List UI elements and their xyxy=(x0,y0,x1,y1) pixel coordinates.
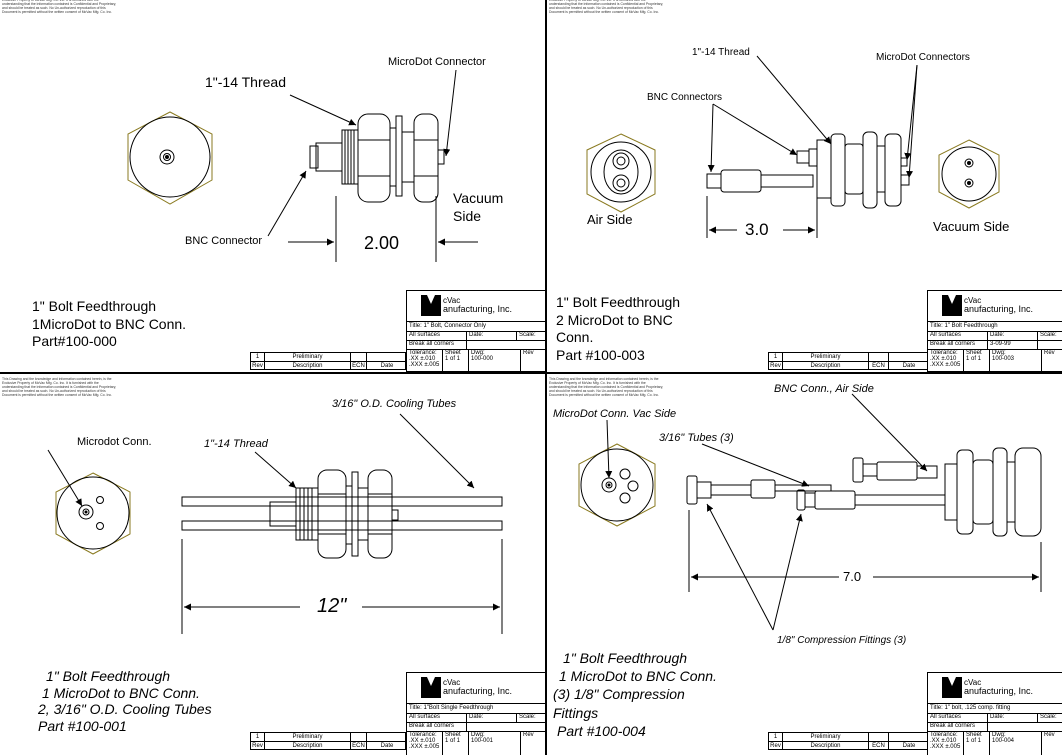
side-view xyxy=(686,447,1042,537)
drawing-title: 1"Bolt Single Feedthrough xyxy=(423,705,494,711)
leaders xyxy=(605,393,1042,631)
dimension-label: 2.00 xyxy=(364,233,400,253)
drawing-sheet-100-001: This Drawing and the knowledge and infor… xyxy=(0,373,546,755)
thread-label: 1"-14 Thread xyxy=(205,74,286,90)
drawing-description: 1" Bolt Feedthrough 1MicroDot to BNC Con… xyxy=(32,298,186,351)
dimension-label: 7.0 xyxy=(843,569,862,584)
vacuum-side-end-view xyxy=(938,139,1000,209)
vacuum-side-label: Vacuum Side xyxy=(933,219,1010,234)
air-side-label: Air Side xyxy=(587,212,633,227)
disclaimer-text: This Drawing and the knowledge and infor… xyxy=(549,0,664,14)
leaders xyxy=(47,413,503,634)
vacuum-label: Vacuum xyxy=(453,190,504,206)
microdot-label: Microdot Conn. xyxy=(77,436,152,448)
description-line: Part #100-001 xyxy=(38,717,127,734)
thread-label: 1"-14 Thread xyxy=(692,47,750,58)
side-view xyxy=(309,113,445,203)
hex-end-view xyxy=(127,111,213,205)
description-line: (3) 1/8" Compression xyxy=(553,686,685,703)
disclaimer-text: This Drawing and the knowledge and infor… xyxy=(2,377,117,397)
drawing-number: 100-001 xyxy=(471,738,494,744)
description-line: 1" Bolt Feedthrough xyxy=(563,650,688,666)
side-view xyxy=(706,131,910,209)
description-line: Part #100-003 xyxy=(556,346,645,363)
feedthrough-drawing xyxy=(578,393,1042,631)
side-view xyxy=(181,469,503,559)
drawing-sheet-100-003: This Drawing and the knowledge and infor… xyxy=(546,0,1062,373)
feedthrough-drawing xyxy=(47,413,503,634)
revision-table: 1 Preliminary Rev Description ECN Date xyxy=(250,352,406,370)
description-line: Part#100-000 xyxy=(32,333,117,349)
thread-label: 1"-14 Thread xyxy=(204,438,268,450)
description-line: 2 MicroDot to BNC xyxy=(556,311,673,328)
description-line: Conn. xyxy=(556,329,594,345)
drawing-title: 1" Bolt Feedthrough xyxy=(944,323,998,329)
description-line: 1" Bolt Feedthrough xyxy=(46,668,171,684)
tubes-label: 3/16" Tubes (3) xyxy=(659,432,734,444)
tubes-label: 3/16" O.D. Cooling Tubes xyxy=(332,398,457,410)
drawing-description: 1" Bolt Feedthrough 1 MicroDot to BNC Co… xyxy=(38,668,212,734)
drawing-title: 1" bolt, .125 comp. fitting xyxy=(944,705,1011,711)
drawing-sheet-100-000: This Drawing and the knowledge and infor… xyxy=(0,0,546,373)
revision-table: 1 Preliminary Rev Description ECN Date xyxy=(768,732,928,750)
description-line: Fittings xyxy=(553,704,599,721)
dimension-label: 12" xyxy=(317,595,347,617)
side-label: Side xyxy=(453,208,482,224)
drawing-description: 1" Bolt Feedthrough 1 MicroDot to BNC Co… xyxy=(553,649,717,740)
description-line: 2, 3/16" O.D. Cooling Tubes xyxy=(38,701,212,718)
microdot-label: MicroDot Connectors xyxy=(876,52,970,63)
drawing-date: 3-09-99 xyxy=(988,340,1038,349)
feedthrough-drawing xyxy=(586,55,1000,238)
description-line: 1MicroDot to BNC Conn. xyxy=(32,315,187,332)
dimension-label: 3.0 xyxy=(745,220,769,239)
fittings-label: 1/8" Compression Fittings (3) xyxy=(777,635,907,646)
bnc-label: BNC Connectors xyxy=(647,92,723,103)
description-line: 1 MicroDot to BNC Conn. xyxy=(42,684,200,701)
vac-side-end-view xyxy=(578,443,656,527)
description-line: 1 MicroDot to BNC Conn. xyxy=(559,668,717,685)
description-line: 1" Bolt Feedthrough xyxy=(32,298,157,314)
leaders xyxy=(706,55,918,238)
bnc-label: BNC Conn., Air Side xyxy=(774,383,874,395)
feedthrough-drawing xyxy=(127,69,478,262)
drawing-sheet-100-004: This Drawing and the knowledge and infor… xyxy=(546,373,1062,755)
leaders xyxy=(267,69,478,262)
disclaimer-text: This Drawing and the knowledge and infor… xyxy=(2,0,117,14)
air-side-end-view xyxy=(586,133,656,213)
drawing-number: 100-003 xyxy=(992,356,1015,362)
revision-table: 1 Preliminary Rev Description ECN Date xyxy=(768,352,928,370)
description-line: Part #100-004 xyxy=(557,722,646,739)
description-line: 1" Bolt Feedthrough xyxy=(556,294,681,310)
drawing-description: 1" Bolt Feedthrough 2 MicroDot to BNC Co… xyxy=(556,294,680,364)
hex-end-view xyxy=(55,472,131,555)
revision-table: 1 Preliminary Rev Description ECN Date xyxy=(250,732,406,750)
drawing-number: 100-004 xyxy=(992,738,1015,744)
disclaimer-text: This Drawing and the knowledge and infor… xyxy=(549,377,664,397)
drawing-title: 1" Bolt, Connector Only xyxy=(423,323,486,329)
drawing-number: 100-000 xyxy=(471,356,494,362)
bnc-label: BNC Connector xyxy=(185,235,263,247)
microdot-label: MicroDot Connector xyxy=(388,56,486,68)
microdot-label: MicroDot Conn. Vac Side xyxy=(553,408,677,420)
